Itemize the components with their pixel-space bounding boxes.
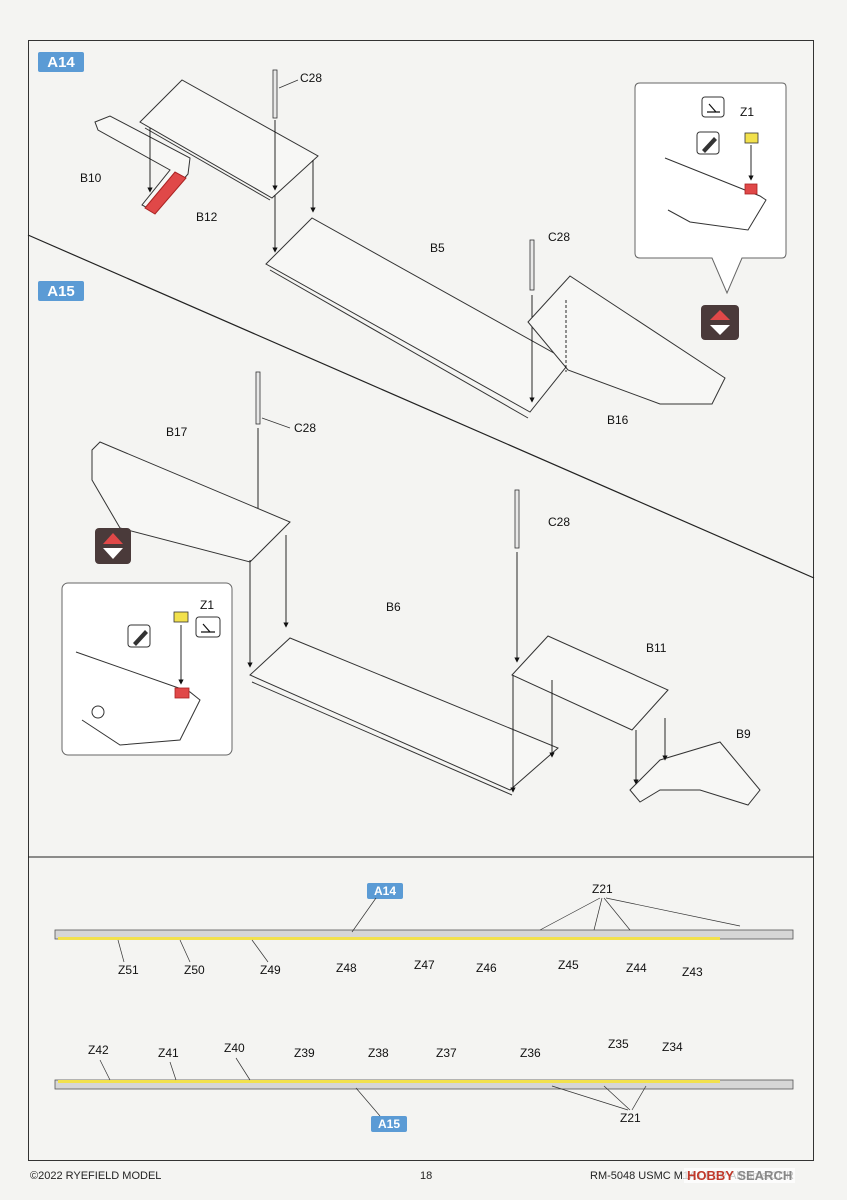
label-b9: B9 <box>736 727 751 741</box>
part-b12 <box>139 79 319 201</box>
label-z46: Z46 <box>476 961 497 975</box>
pe-labels-top: Z51 Z50 Z49 Z48 Z47 Z46 Z45 Z44 Z43 Z21 <box>118 882 703 979</box>
label-c28-b: C28 <box>548 230 570 244</box>
label-b12: B12 <box>196 210 218 224</box>
svg-text:A15: A15 <box>378 1117 400 1131</box>
callout-a15 <box>61 582 233 756</box>
label-z36: Z36 <box>520 1046 541 1060</box>
page-frame <box>28 40 814 1161</box>
label-c28-c: C28 <box>294 421 316 435</box>
label-z51: Z51 <box>118 963 139 977</box>
pe-leaders-bottom <box>99 1057 647 1111</box>
label-c28-a: C28 <box>300 71 322 85</box>
part-c28-d <box>514 489 520 663</box>
svg-text:A15: A15 <box>47 283 75 300</box>
label-z38: Z38 <box>368 1046 389 1060</box>
part-z1-a <box>744 132 759 144</box>
step-badge-a14: A14 <box>38 52 84 72</box>
step-badge-strip-a15: A15 <box>371 1116 407 1132</box>
svg-text:A14: A14 <box>374 884 396 898</box>
callout-a14 <box>634 82 787 295</box>
section-divider <box>27 234 815 579</box>
cement-icon-b <box>201 623 215 633</box>
step-badge-strip-a14: A14 <box>367 883 403 899</box>
part-b9 <box>629 741 761 806</box>
pe-labels-bottom: Z42 Z41 Z40 Z39 Z38 Z37 Z36 Z35 Z34 Z21 <box>88 1037 683 1125</box>
label-b10: B10 <box>80 171 102 185</box>
cement-icon <box>707 103 720 113</box>
step-badge-a15: A15 <box>38 281 84 301</box>
flip-icon-a14 <box>701 305 739 340</box>
label-z43: Z43 <box>682 965 703 979</box>
pe-strip-top <box>54 929 794 940</box>
part-z1-b <box>173 611 189 623</box>
label-z49: Z49 <box>260 963 281 977</box>
part-b16 <box>527 275 726 405</box>
svg-text:A14: A14 <box>47 54 75 71</box>
label-z37: Z37 <box>436 1046 457 1060</box>
label-z50: Z50 <box>184 963 205 977</box>
label-z48: Z48 <box>336 961 357 975</box>
part-c28-b <box>529 239 535 403</box>
knife-icon-b <box>133 630 148 646</box>
flip-icon-a15 <box>95 528 131 564</box>
label-b5: B5 <box>430 241 445 255</box>
footer-page-number: 18 <box>420 1170 433 1182</box>
label-b17: B17 <box>166 425 188 439</box>
label-z41: Z41 <box>158 1046 179 1060</box>
label-b11: B11 <box>646 641 667 655</box>
watermark-logo: HOBBY SEARCH <box>684 1168 796 1183</box>
label-z21-top: Z21 <box>592 882 613 896</box>
label-z21-bottom: Z21 <box>620 1111 641 1125</box>
part-b6 <box>249 637 559 796</box>
label-z47: Z47 <box>414 958 435 972</box>
label-b6: B6 <box>386 600 401 614</box>
label-z40: Z40 <box>224 1041 245 1055</box>
label-z1-b: Z1 <box>200 598 214 612</box>
label-c28-d: C28 <box>548 515 570 529</box>
knife-icon <box>702 137 717 153</box>
label-z35: Z35 <box>608 1037 629 1051</box>
part-b11 <box>511 635 669 731</box>
part-c28-a <box>272 69 278 191</box>
pe-strip-bottom <box>54 1079 794 1090</box>
footer-copyright: ©2022 RYEFIELD MODEL <box>30 1170 162 1182</box>
pe-leaders-top <box>117 897 741 963</box>
part-b10 <box>94 115 191 215</box>
part-b5 <box>265 217 571 419</box>
label-z39: Z39 <box>294 1046 315 1060</box>
label-z44: Z44 <box>626 961 647 975</box>
label-z1-a: Z1 <box>740 105 754 119</box>
label-z34: Z34 <box>662 1040 683 1054</box>
label-b16: B16 <box>607 413 629 427</box>
label-z42: Z42 <box>88 1043 109 1057</box>
label-z45: Z45 <box>558 958 579 972</box>
